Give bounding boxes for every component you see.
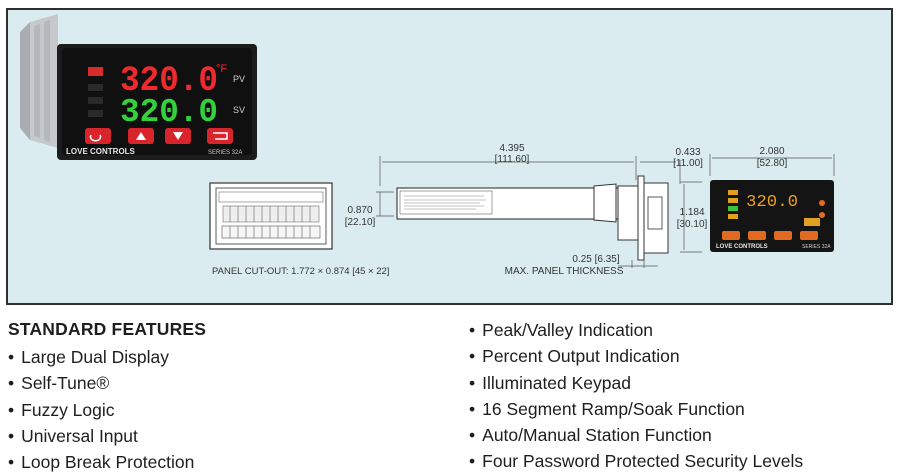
front-view-drawing: 2.080 [52.80] 1.184 [30.10] 320.0 LOVE C…	[677, 146, 835, 253]
body-length-dim: 4.395	[499, 143, 524, 154]
cycle-icon	[89, 134, 102, 142]
pv-label: PV	[233, 74, 245, 84]
body-length-mm: [111.60]	[495, 154, 530, 165]
front-view-series: SERIES 32A	[802, 244, 831, 250]
panel-thickness-label: MAX. PANEL THICKNESS	[505, 266, 624, 277]
features-list-right: Peak/Valley Indication Percent Output In…	[469, 317, 803, 472]
feature-item: Percent Output Indication	[469, 343, 803, 369]
features-heading: STANDARD FEATURES	[8, 319, 207, 339]
enter-key[interactable]	[207, 128, 233, 144]
pv-display: 320.0	[120, 61, 218, 101]
sv-display: 320.0	[120, 94, 218, 131]
body-height-dim: 0.870	[347, 205, 372, 216]
feature-item: Fuzzy Logic	[8, 397, 194, 423]
front-key-index	[722, 231, 740, 240]
front-key-up	[748, 231, 766, 240]
index-key[interactable]	[85, 128, 111, 144]
feature-item: Illuminated Keypad	[469, 370, 803, 396]
brand-label: LOVE CONTROLS	[66, 147, 136, 156]
features-list-left: Large Dual Display Self-Tune® Fuzzy Logi…	[8, 344, 194, 472]
feature-item: Peak/Valley Indication	[469, 317, 803, 343]
face-height-dim: 1.184	[679, 207, 704, 218]
feature-item: Loop Break Protection	[8, 449, 194, 472]
front-view-display: 320.0	[746, 193, 798, 212]
face-width-mm: [52.80]	[757, 158, 788, 169]
feature-item: Self-Tune®	[8, 370, 194, 396]
sv-label: SV	[233, 105, 245, 115]
degree-mark: °F	[216, 63, 227, 75]
bezel-depth-dim: 0.433	[675, 147, 700, 158]
feature-item: Four Password Protected Security Levels	[469, 448, 803, 472]
body-height-mm: [22.10]	[345, 217, 376, 228]
panel-thickness-dim: 0.25 [6.35]	[572, 254, 619, 265]
up-arrow-icon	[136, 132, 146, 140]
cutout-label: PANEL CUT-OUT: 1.772 × 0.874 [45 × 22]	[212, 266, 389, 277]
feature-item: Auto/Manual Station Function	[469, 422, 803, 448]
face-height-mm: [30.10]	[677, 219, 708, 230]
front-view-brand: LOVE CONTROLS	[716, 244, 768, 250]
face-width-dim: 2.080	[759, 146, 784, 157]
series-label: SERIES 32A	[208, 150, 242, 156]
front-key-down	[774, 231, 792, 240]
out1-indicator	[88, 67, 103, 76]
front-key-enter	[800, 231, 818, 240]
side-view-drawing: 4.395 [111.60] 0.433 [11.00] 0.870 [22.1…	[345, 143, 703, 277]
down-arrow-icon	[173, 132, 183, 140]
controller-photo: 320.0 °F 320.0 PV SV LOVE CONTROLS SERIE…	[20, 14, 257, 160]
rear-view-drawing: PANEL CUT-OUT: 1.772 × 0.874 [45 × 22]	[209, 182, 389, 277]
product-diagram: 320.0 °F 320.0 PV SV LOVE CONTROLS SERIE…	[20, 14, 835, 277]
feature-item: 16 Segment Ramp/Soak Function	[469, 396, 803, 422]
feature-item: Universal Input	[8, 423, 194, 449]
enter-icon	[213, 132, 228, 140]
bezel-depth-mm: [11.00]	[673, 158, 703, 169]
feature-item: Large Dual Display	[8, 344, 194, 370]
